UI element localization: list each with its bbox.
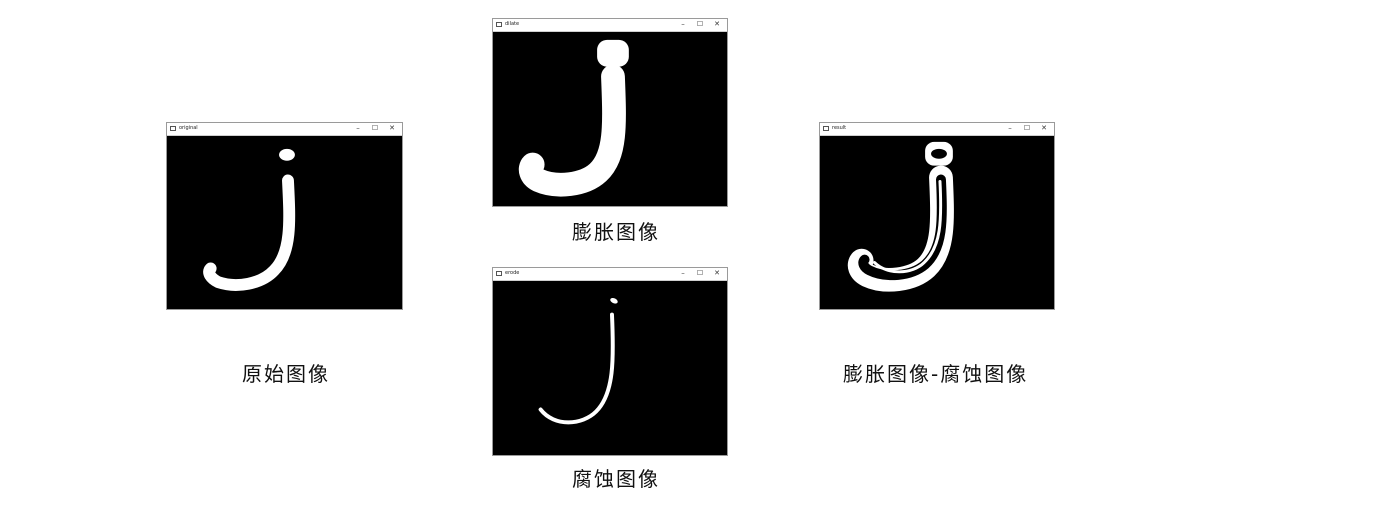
app-icon	[496, 22, 502, 27]
app-icon	[170, 126, 176, 131]
maximize-icon[interactable]: ☐	[696, 269, 704, 277]
close-icon[interactable]: ✕	[714, 269, 720, 277]
maximize-icon[interactable]: ☐	[1023, 124, 1031, 132]
maximize-icon[interactable]: ☐	[371, 124, 379, 132]
result-window: result – ☐ ✕	[819, 122, 1055, 310]
window-title: result	[832, 125, 847, 131]
erode-window: erode – ☐ ✕	[492, 267, 728, 456]
result-image	[820, 136, 1054, 309]
dilate-window: dilate – ☐ ✕	[492, 18, 728, 207]
close-icon[interactable]: ✕	[714, 20, 720, 28]
caption-result: 膨胀图像-腐蚀图像	[843, 362, 1029, 386]
app-icon	[823, 126, 829, 131]
erode-image	[493, 281, 727, 455]
app-icon	[496, 271, 502, 276]
result-titlebar[interactable]: result – ☐ ✕	[820, 123, 1054, 136]
minimize-icon[interactable]: –	[356, 124, 360, 132]
caption-erode: 腐蚀图像	[572, 467, 660, 491]
minimize-icon[interactable]: –	[1008, 124, 1012, 132]
original-image	[167, 136, 402, 309]
close-icon[interactable]: ✕	[1041, 124, 1047, 132]
window-title: erode	[505, 270, 520, 276]
window-title: original	[179, 125, 198, 131]
close-icon[interactable]: ✕	[389, 124, 395, 132]
maximize-icon[interactable]: ☐	[696, 20, 704, 28]
original-window: original – ☐ ✕	[166, 122, 403, 310]
window-title: dilate	[505, 21, 520, 27]
minimize-icon[interactable]: –	[681, 269, 685, 277]
caption-original: 原始图像	[242, 362, 330, 386]
erode-titlebar[interactable]: erode – ☐ ✕	[493, 268, 727, 281]
dilate-image	[493, 32, 727, 206]
minimize-icon[interactable]: –	[681, 20, 685, 28]
caption-dilate: 膨胀图像	[572, 220, 660, 244]
dilate-titlebar[interactable]: dilate – ☐ ✕	[493, 19, 727, 32]
original-titlebar[interactable]: original – ☐ ✕	[167, 123, 402, 136]
